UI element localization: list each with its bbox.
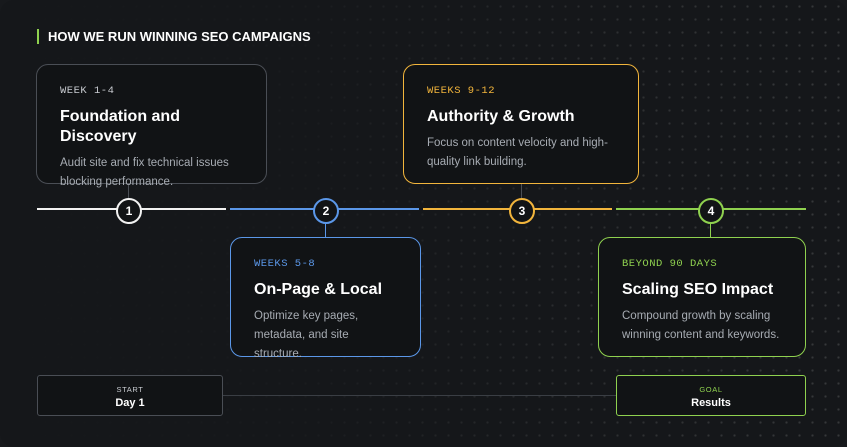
phase-title: On-Page & Local xyxy=(254,281,383,298)
phase-card-2: WEEKS 5-8 On-Page & Local Optimize key p… xyxy=(230,237,421,360)
phase-period: BEYOND 90 DAYS xyxy=(622,258,718,270)
phase-title: Scaling SEO Impact xyxy=(622,281,774,298)
phase-description: Audit site and fix technical issues bloc… xyxy=(60,157,229,188)
goal-label: GOAL xyxy=(699,385,723,394)
start-label: START xyxy=(116,385,144,394)
connector-4 xyxy=(710,222,711,237)
connector-1 xyxy=(128,183,129,198)
phase-title: Authority & Growth xyxy=(427,108,575,125)
phase-description: Compound growth by scaling winning conte… xyxy=(622,310,780,341)
section-heading: HOW WE RUN WINNING SEO CAMPAIGNS xyxy=(37,29,311,44)
phase-title: Foundation and Discovery xyxy=(60,108,180,145)
step-node-4: 4 xyxy=(698,198,724,224)
phase-description: Focus on content velocity and high-quali… xyxy=(427,137,608,168)
phase-period: WEEK 1-4 xyxy=(60,85,115,97)
step-node-1: 1 xyxy=(116,198,142,224)
step-node-3: 3 xyxy=(509,198,535,224)
goal-box: GOAL Results xyxy=(616,375,806,416)
goal-value: Results xyxy=(691,397,731,409)
step-node-2: 2 xyxy=(313,198,339,224)
connector-3 xyxy=(521,183,522,198)
phase-description: Optimize key pages, metadata, and site s… xyxy=(254,310,359,360)
phase-card-4: BEYOND 90 DAYS Scaling SEO Impact Compou… xyxy=(598,237,806,357)
phase-period: WEEKS 9-12 xyxy=(427,85,496,97)
phase-card-3: WEEKS 9-12 Authority & Growth Focus on c… xyxy=(403,64,639,184)
start-value: Day 1 xyxy=(115,397,145,409)
connector-2 xyxy=(325,222,326,237)
phase-period: WEEKS 5-8 xyxy=(254,258,316,270)
phase-card-1: WEEK 1-4 Foundation and Discovery Audit … xyxy=(36,64,267,188)
start-box: START Day 1 xyxy=(37,375,223,416)
start-goal-track xyxy=(222,395,616,396)
